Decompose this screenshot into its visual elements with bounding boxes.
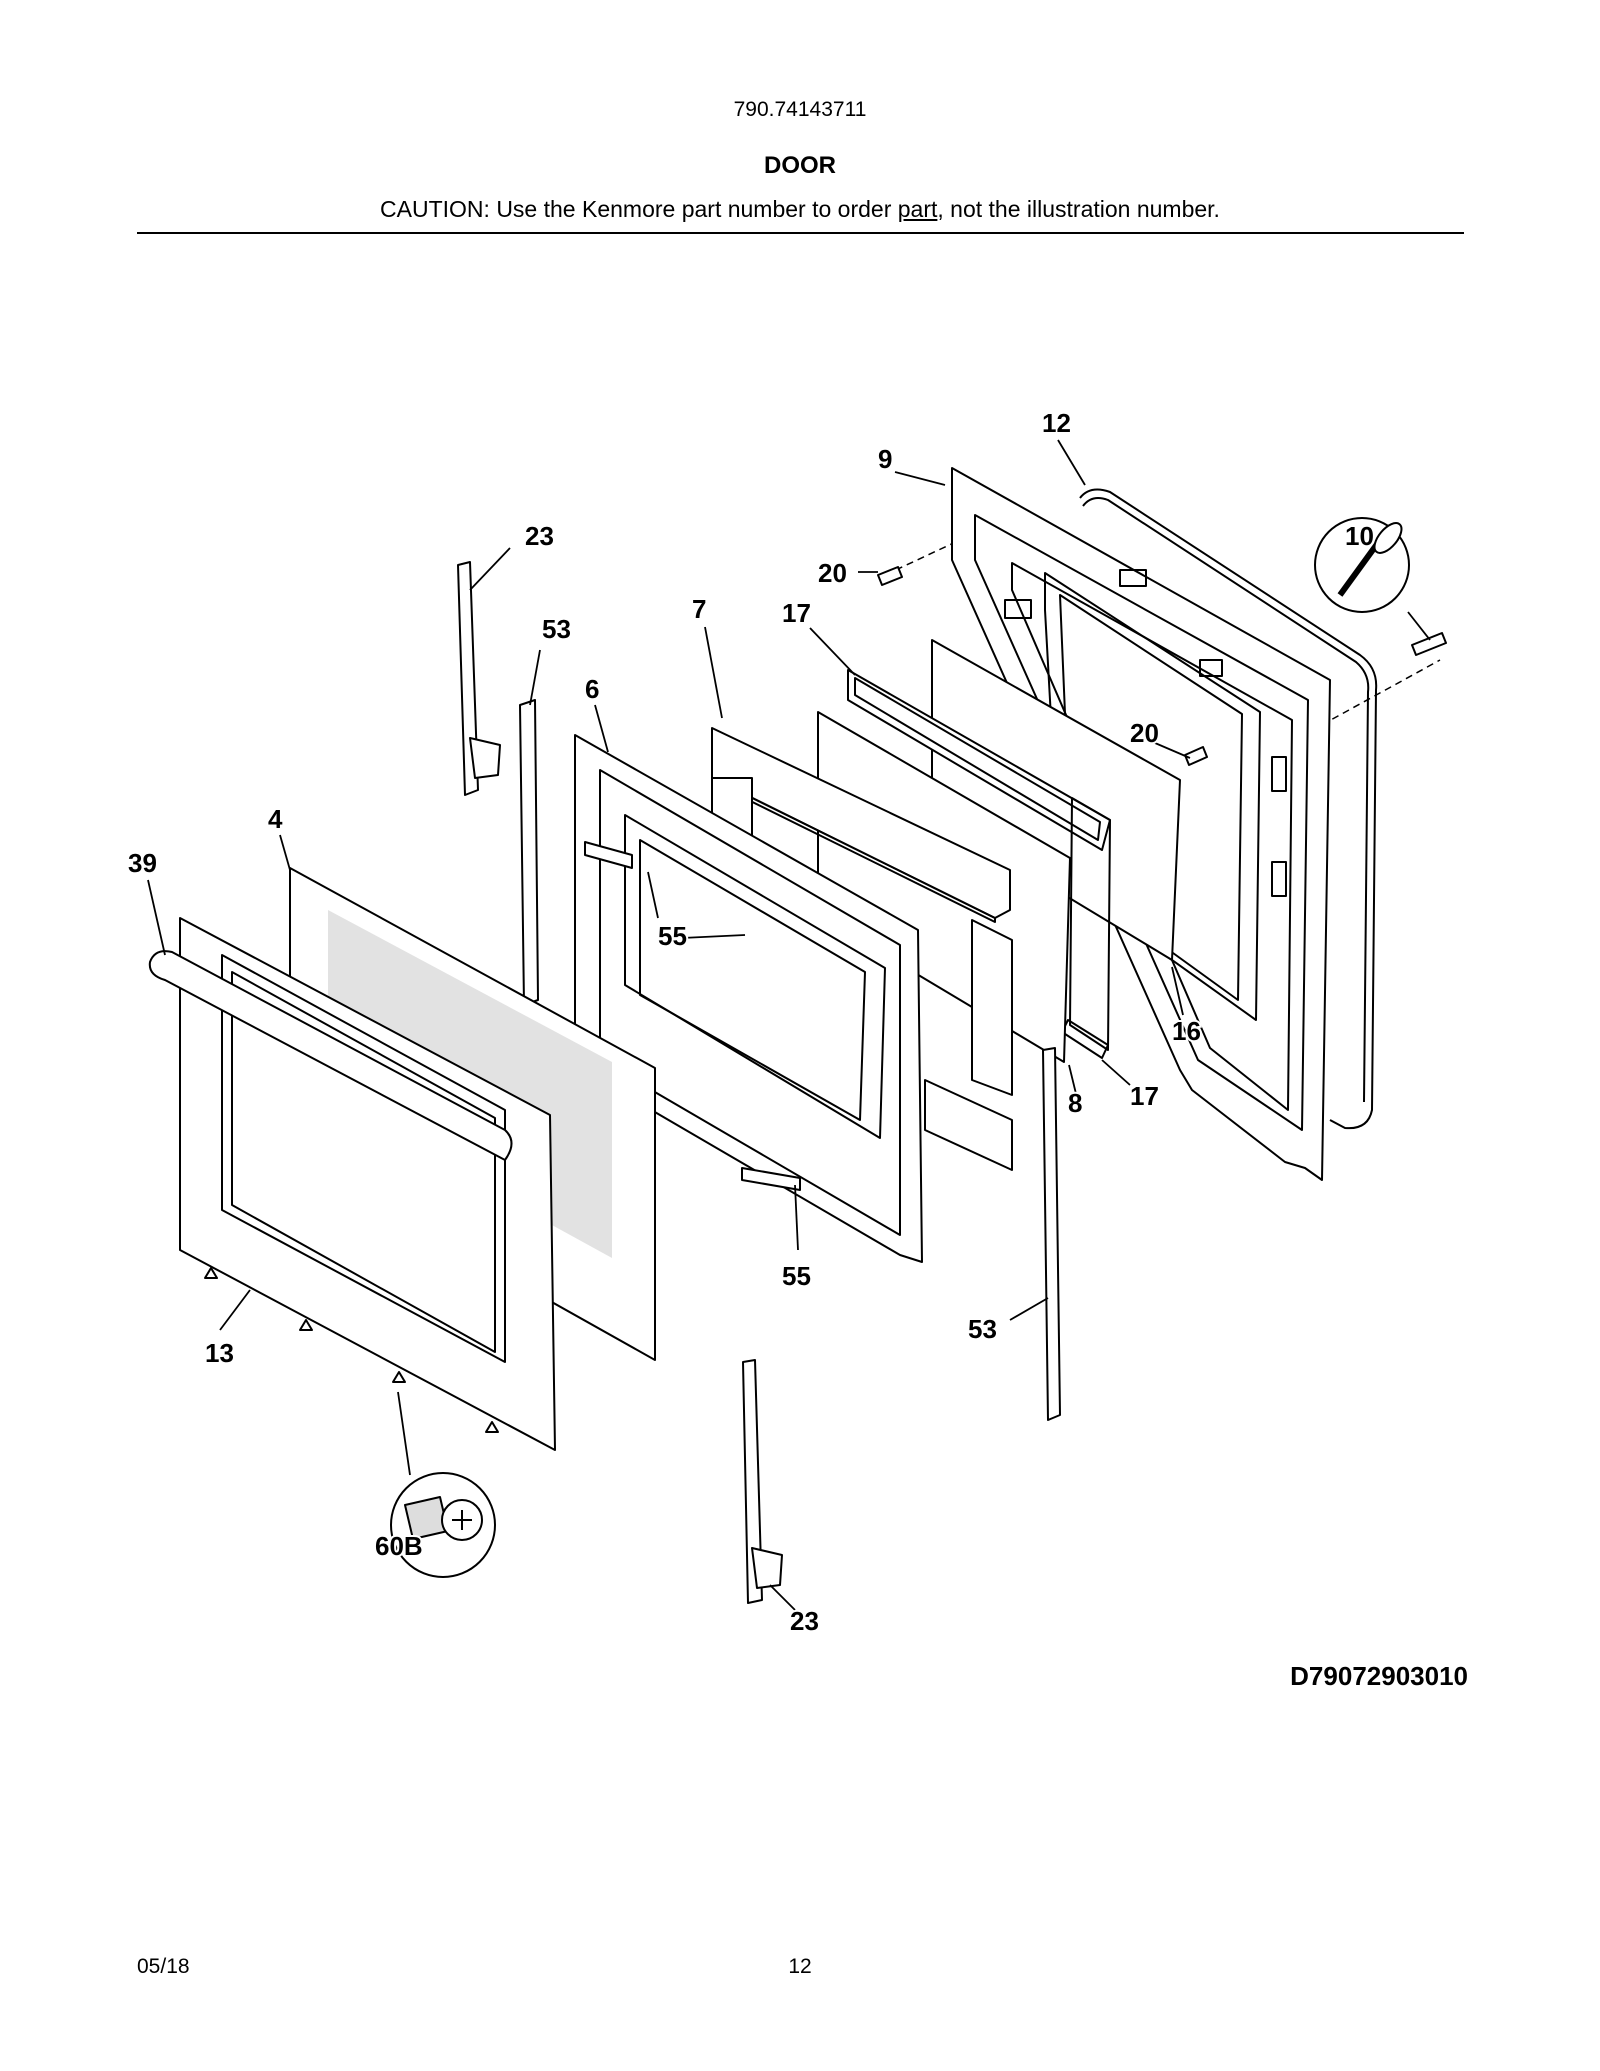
callout-39: 39 <box>128 848 157 878</box>
callout-4: 4 <box>268 804 283 834</box>
side-trim-part-53-left <box>519 699 539 1006</box>
header-rule <box>137 232 1464 234</box>
door-screws <box>204 1267 499 1433</box>
callout-10: 10 <box>1345 521 1374 551</box>
caution-note: CAUTION: Use the Kenmore part number to … <box>0 196 1600 223</box>
screw-part-20-left <box>877 566 903 586</box>
callout-7: 7 <box>692 594 706 624</box>
callout-55-bottom: 55 <box>782 1261 811 1291</box>
footer-date: 05/18 <box>137 1955 190 1978</box>
callout-17-bottom: 17 <box>1130 1081 1159 1111</box>
callout-60B: 60B <box>375 1531 423 1561</box>
model-number: 790.74143711 <box>733 98 867 121</box>
hinge-part-23-bottom <box>742 1359 783 1604</box>
callout-20-left: 20 <box>818 558 847 588</box>
detail-circle-part-10 <box>1314 517 1410 613</box>
callout-17-top: 17 <box>782 598 811 628</box>
callout-9: 9 <box>878 444 892 474</box>
caution-suffix: , not the illustration number. <box>937 196 1220 222</box>
callout-53-right: 53 <box>968 1314 997 1344</box>
callout-12: 12 <box>1042 408 1071 438</box>
leader-lines <box>147 439 1431 1611</box>
callout-23-top: 23 <box>525 521 554 551</box>
callout-20-right: 20 <box>1130 718 1159 748</box>
glass-frame-part-17 <box>847 669 1111 1059</box>
hinge-part-23-top <box>457 561 501 796</box>
callout-13: 13 <box>205 1338 234 1368</box>
callout-55-top: 55 <box>658 921 687 951</box>
drawing-code: D79072903010 <box>1290 1661 1468 1691</box>
screw-part-20-right <box>1184 746 1208 766</box>
callout-53-left: 53 <box>542 614 571 644</box>
caution-underlined-word: part <box>897 196 938 222</box>
inner-door-part-6 <box>574 734 923 1263</box>
callout-6: 6 <box>585 674 599 704</box>
page-number: 12 <box>788 1955 812 1978</box>
callout-23-bottom: 23 <box>790 1606 819 1636</box>
screw-part-10 <box>1411 632 1447 656</box>
handle-part-39 <box>148 950 513 1161</box>
callout-labels: 12 9 10 23 20 53 7 17 6 20 4 39 55 16 8 … <box>126 406 1376 1638</box>
callout-16: 16 <box>1172 1016 1201 1046</box>
door-gasket-part-12 <box>1079 488 1378 1130</box>
section-title: DOOR <box>764 152 836 179</box>
side-trim-part-53-right <box>1042 1047 1061 1421</box>
detail-circle-part-60B <box>390 1472 496 1578</box>
callout-8: 8 <box>1068 1088 1082 1118</box>
caution-prefix: CAUTION: Use the Kenmore part number to … <box>380 196 898 222</box>
